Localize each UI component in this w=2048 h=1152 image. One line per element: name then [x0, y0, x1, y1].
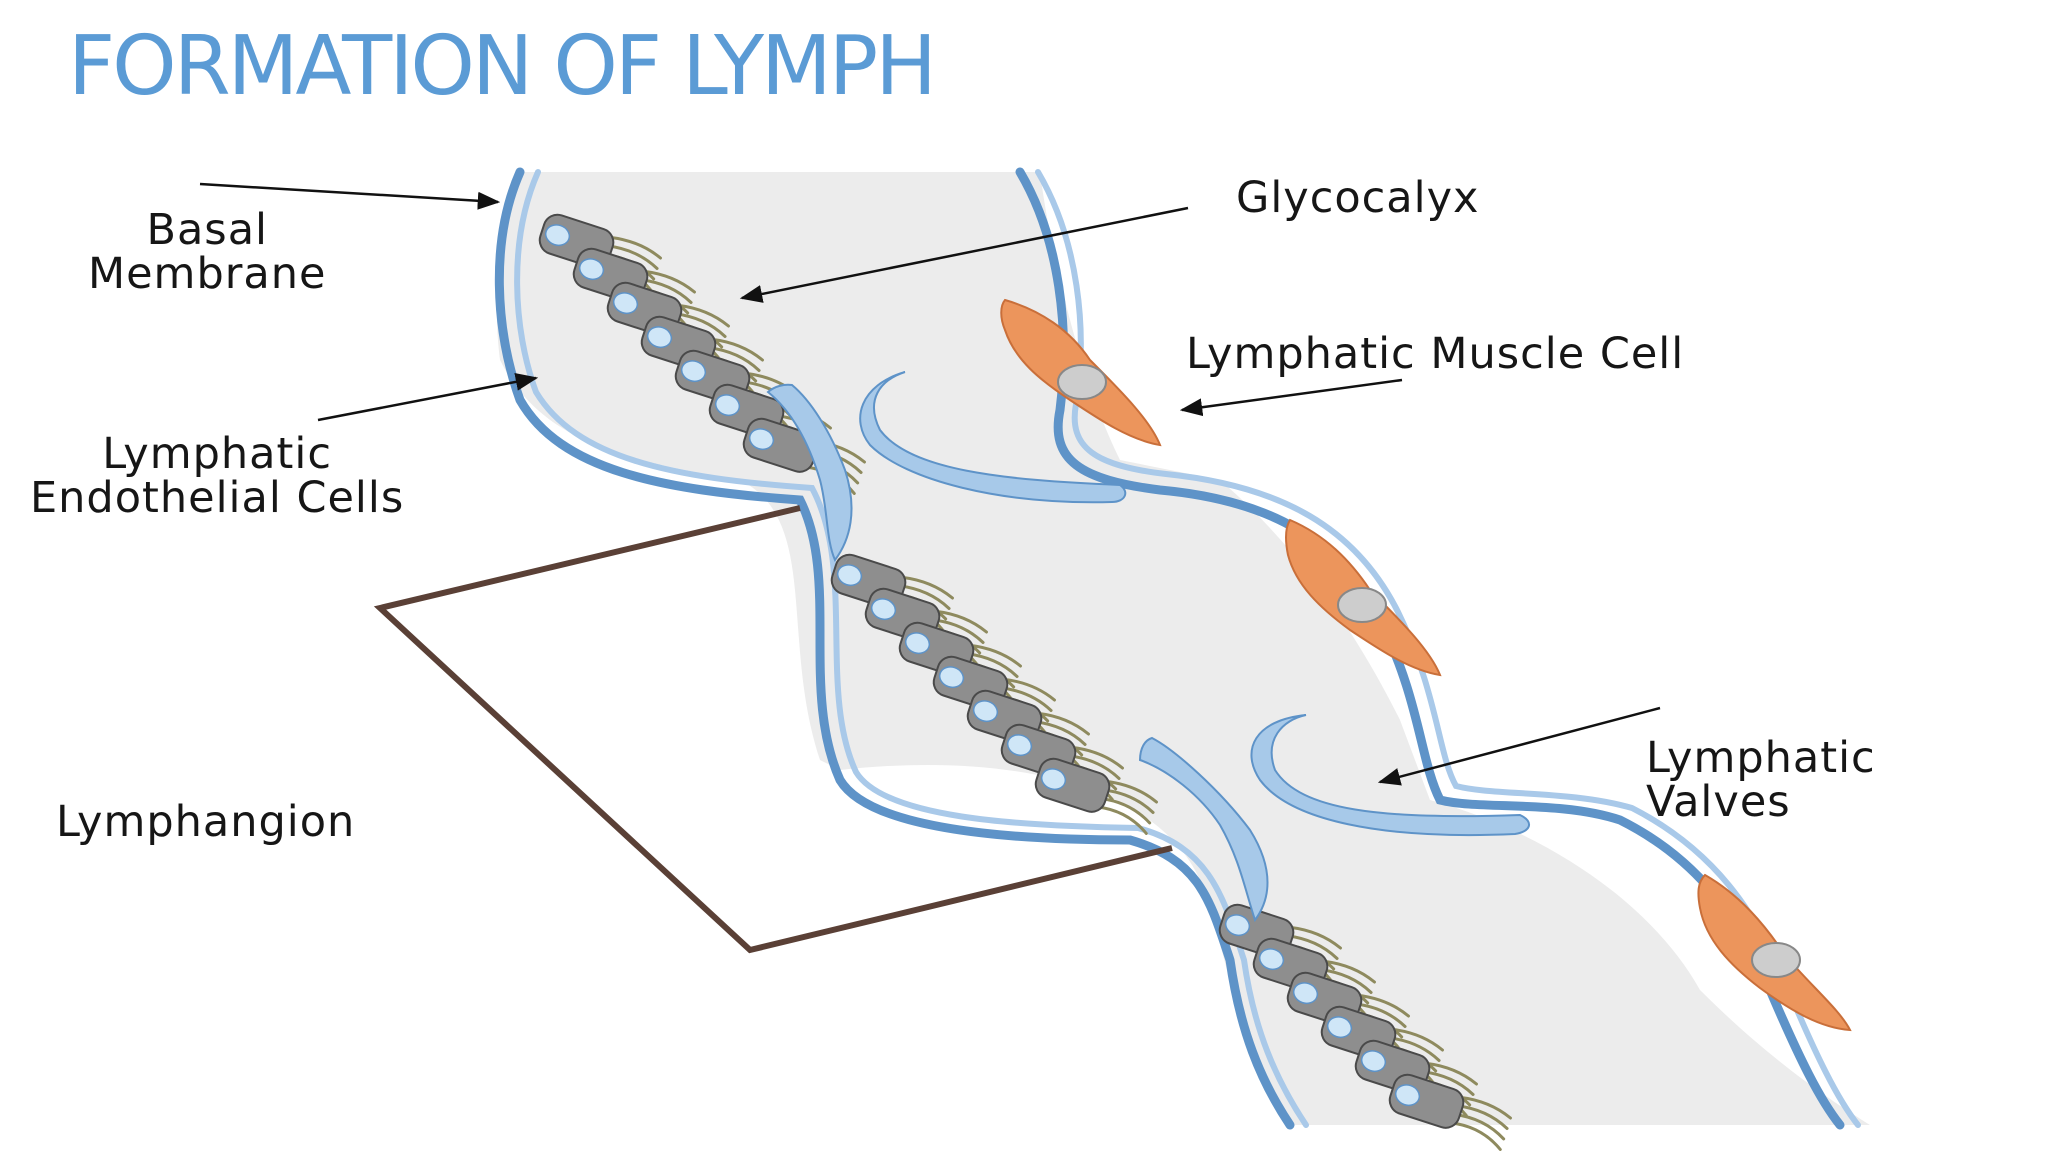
endothelial-cell-nucleus [680, 360, 707, 383]
lymphangion-bracket [373, 505, 1173, 954]
endothelial-cells-label: Lymphatic Endothelial Cells [30, 429, 405, 523]
endothelial-cells-arrow [317, 372, 539, 422]
glycocalyx-strand [1287, 925, 1342, 950]
glycocalyx-strand [641, 269, 696, 294]
endothelial-cell-nucleus [578, 258, 605, 281]
glycocalyx-strand [1389, 1027, 1444, 1052]
glycocalyx-label: Glycocalyx [1236, 173, 1480, 223]
glycocalyx-strand [675, 303, 730, 328]
endothelial-cell-nucleus [1360, 1050, 1387, 1073]
basal-membrane-label: Basal Membrane [88, 205, 327, 299]
endothelial-cell-nucleus [748, 428, 775, 451]
endothelial-cell-nucleus [836, 564, 863, 587]
endothelial-cell [864, 587, 988, 665]
endothelial-cell-nucleus [1006, 734, 1033, 757]
endothelial-cell [640, 315, 764, 393]
endothelial-cell-nucleus [938, 666, 965, 689]
lymphatic-valves-label: Lymphatic Valves [1646, 733, 1876, 827]
endothelial-cell-nucleus [1258, 948, 1285, 971]
endothelial-cell-nucleus [544, 224, 571, 247]
lymphatic-muscle-cell-3 [1697, 873, 1852, 1032]
glycocalyx-strand [899, 575, 954, 600]
endothelial-cell-nucleus [1326, 1016, 1353, 1039]
endothelial-cell-nucleus [1394, 1084, 1421, 1107]
glycocalyx-strand [1035, 711, 1090, 736]
endothelial-cell [1388, 1073, 1512, 1151]
lymphatic-valve-lower [1138, 714, 1530, 923]
glycocalyx-strand [1457, 1095, 1512, 1120]
lymphatic-valve-upper [766, 371, 1127, 562]
glycocalyx-strand [1103, 779, 1158, 804]
glycocalyx-strand [1423, 1061, 1478, 1086]
lymphatic-muscle-cell-2 [1284, 518, 1442, 677]
slide-title: FORMATION OF LYMPH [68, 19, 937, 114]
glycocalyx-strand [1355, 993, 1410, 1018]
glycocalyx-strand [607, 235, 662, 260]
basal-membrane-arrow [199, 182, 501, 210]
lymphatic-muscle-cell-label: Lymphatic Muscle Cell [1186, 329, 1685, 379]
vessel-lumen [496, 172, 1870, 1125]
glycocalyx-strand [1321, 959, 1376, 984]
lymphatic-muscle-cell-1 [1000, 298, 1162, 447]
glycocalyx-strand [933, 609, 988, 634]
muscle-cell-arrow [1179, 378, 1403, 417]
endothelial-cell-nucleus [714, 394, 741, 417]
endothelial-cell-nucleus [646, 326, 673, 349]
endothelial-cell-nucleus [1224, 914, 1251, 937]
endothelial-cell-nucleus [870, 598, 897, 621]
endothelial-cell-nucleus [1292, 982, 1319, 1005]
lymphangion-label: Lymphangion [56, 797, 356, 847]
glycocalyx-strand [1449, 1121, 1502, 1151]
glycocalyx-strand [709, 337, 764, 362]
endothelial-cell-nucleus [1040, 768, 1067, 791]
glycocalyx-strand [1001, 677, 1056, 702]
valves-arrow [1377, 706, 1661, 786]
endothelial-cell-row-bottom [1218, 903, 1512, 1151]
endothelial-cell-nucleus [972, 700, 999, 723]
endothelial-cell-nucleus [904, 632, 931, 655]
endothelial-cell-row-top [538, 213, 866, 495]
glycocalyx-strand [967, 643, 1022, 668]
endothelial-cell [1034, 757, 1158, 835]
glycocalyx-arrow [739, 206, 1189, 303]
endothelial-cell-nucleus [612, 292, 639, 315]
glycocalyx-strand [1069, 745, 1124, 770]
endothelial-cell-row-middle [830, 553, 1158, 835]
